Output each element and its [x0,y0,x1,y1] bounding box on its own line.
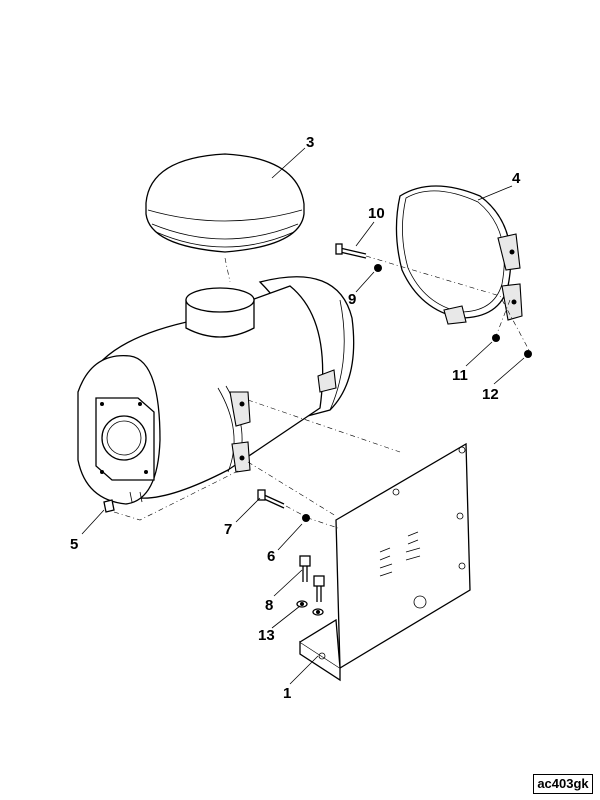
part-3-dome-cover [145,153,305,283]
callout-11: 11 [452,367,468,384]
figure-id-label: ac403gk [533,774,593,794]
callout-9: 9 [348,291,356,308]
part-9-nut [374,264,382,272]
callout-6: 6 [267,548,275,565]
part-10-bolt [335,243,367,259]
callout-1: 1 [283,685,291,702]
part-4-mounting-band [395,185,523,325]
air-cleaner-housing [77,276,355,505]
part-11-nut [492,334,500,342]
part-5-bolt [103,499,115,513]
callout-4: 4 [512,170,521,187]
callout-labels: 3 4 10 9 11 12 5 7 6 8 13 1 [70,134,521,702]
callout-8: 8 [265,597,273,614]
callout-10: 10 [368,205,385,222]
leader-lines [81,147,525,685]
part-1-mounting-bracket [299,442,471,682]
part-13-washers [296,600,324,616]
callout-3: 3 [306,134,314,151]
part-12-nut [524,350,532,358]
callout-13: 13 [258,627,275,644]
callout-5: 5 [70,536,78,553]
callout-7: 7 [224,521,232,538]
part-7-bolt [257,489,285,509]
callout-12: 12 [482,386,499,403]
assembly-center-lines [113,255,531,529]
part-8-bolts [299,555,325,602]
